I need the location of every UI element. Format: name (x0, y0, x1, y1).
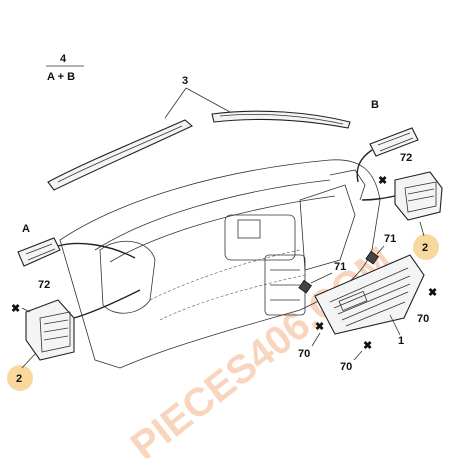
highlight-circle-left (7, 365, 33, 391)
header-number: 4 (60, 53, 67, 65)
clip-70-right: ✖ 70 (417, 287, 437, 325)
clip-71-lower: 71 (298, 261, 346, 294)
callout-3: 3 (164, 75, 231, 119)
cross-marker-icon: ✖ (363, 340, 372, 352)
highlight-circle-right (413, 234, 439, 260)
cross-marker-icon: ✖ (315, 321, 324, 333)
center-vent: 1 (314, 254, 425, 347)
screw-72-right: 72 ✖ (378, 152, 412, 187)
label-screw-72-right: 72 (400, 152, 412, 164)
label-clip-71-lower: 71 (334, 261, 346, 273)
label-vent-b: B (371, 99, 379, 111)
cross-marker-icon: ✖ (378, 175, 387, 187)
cross-marker-icon: ✖ (428, 287, 437, 299)
screw-72-left: 72 ✖ (11, 279, 50, 315)
label-clip-70-right: 70 (417, 313, 429, 325)
nozzle-right: 2 (361, 171, 443, 260)
header-formula-text: A + B (47, 71, 75, 83)
label-nozzle-left: 2 (16, 373, 22, 385)
nozzle-left: 2 (7, 289, 141, 391)
defrost-vent-strip-left (47, 119, 194, 191)
label-center-vent: 1 (398, 335, 404, 347)
clip-70-bottom: ✖ 70 (340, 340, 372, 373)
vent-a: A (17, 223, 136, 267)
label-nozzle-right: 2 (422, 242, 428, 254)
watermark: PIECES406.COM (123, 238, 401, 458)
defrost-vent-strip-right (211, 110, 351, 129)
header-formula: 4 A + B (46, 53, 84, 83)
dashboard-body (59, 159, 381, 369)
clip-71-upper: 71 (365, 233, 396, 265)
clip-70-left: ✖ 70 (298, 321, 324, 360)
vent-b: B (356, 99, 419, 183)
cross-marker-icon: ✖ (11, 303, 20, 315)
label-screw-72-left: 72 (38, 279, 50, 291)
label-clip-70-bottom: 70 (340, 361, 352, 373)
label-clip-70-left: 70 (298, 348, 310, 360)
label-vent-strip: 3 (182, 75, 188, 87)
label-vent-a: A (22, 223, 30, 235)
label-clip-71-upper: 71 (384, 233, 396, 245)
